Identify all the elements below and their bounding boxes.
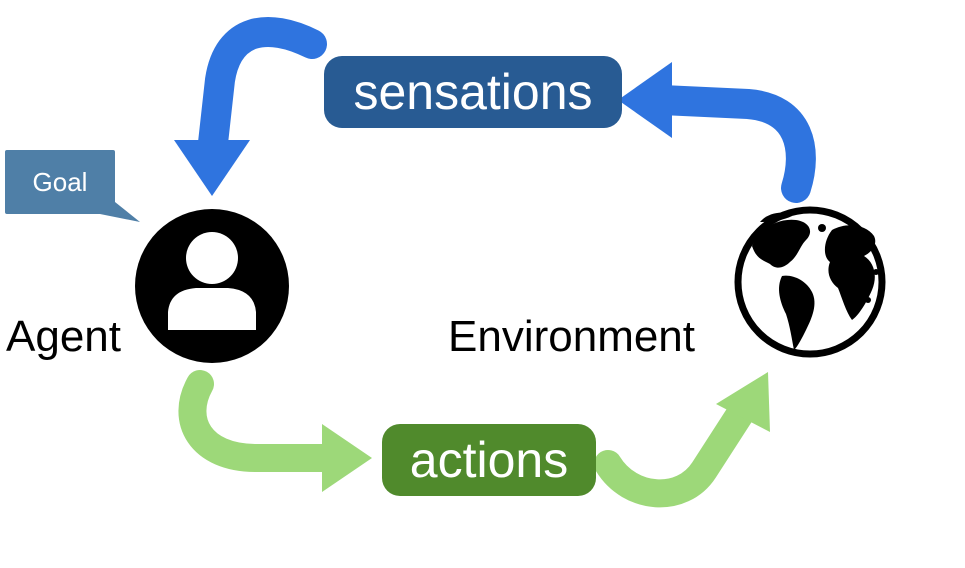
sensations-label: sensations: [353, 64, 593, 120]
globe-icon: [734, 206, 886, 358]
person-icon: [135, 209, 289, 363]
actions-label: actions: [409, 432, 569, 488]
actions-out-arrow: [594, 372, 770, 508]
actions-pill: actions: [382, 424, 596, 496]
environment-label: Environment: [448, 312, 696, 361]
actions-in-arrow: [178, 370, 372, 492]
sensations-out-arrow: [174, 17, 327, 196]
goal-bubble: [5, 150, 140, 222]
sensations-pill: sensations: [324, 56, 622, 128]
agent-label: Agent: [6, 312, 121, 361]
goal-label: Goal: [32, 166, 88, 197]
sensations-in-arrow: [618, 62, 816, 203]
